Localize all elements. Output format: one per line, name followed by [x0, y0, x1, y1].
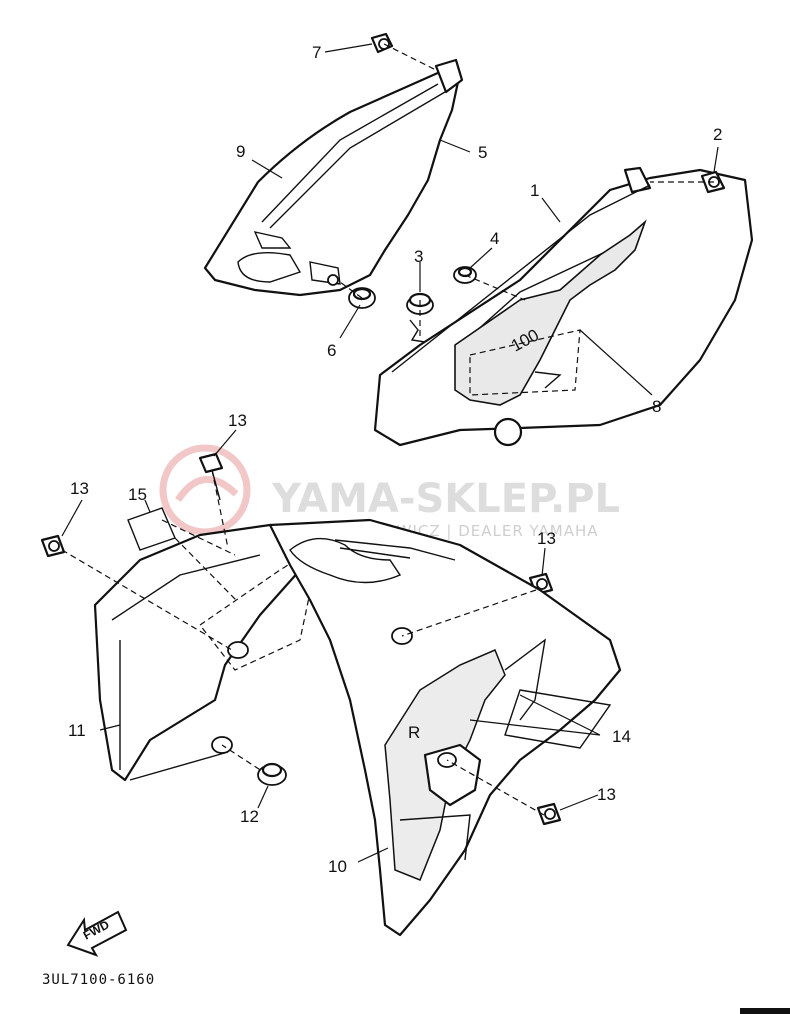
- part-screw-13-left[interactable]: [40, 534, 66, 558]
- part-side-cover-lower-right[interactable]: R: [268, 518, 622, 937]
- callout-8[interactable]: 8: [652, 397, 661, 416]
- callout-1[interactable]: 1: [530, 181, 539, 200]
- part-screw-13-right-lower[interactable]: [536, 802, 562, 826]
- corner-mark: [740, 1008, 790, 1014]
- callout-13-top[interactable]: 13: [228, 411, 247, 430]
- diagram-code: 3UL7100-6160: [42, 972, 155, 988]
- callout-13-left[interactable]: 13: [70, 479, 89, 498]
- watermark-title: YAMA-SKLEP.PL: [271, 476, 620, 522]
- part-side-cover-lower-left[interactable]: [93, 523, 322, 782]
- callout-2[interactable]: 2: [713, 125, 722, 144]
- part-grommet-12[interactable]: [257, 762, 287, 786]
- part-label-15[interactable]: [127, 507, 237, 601]
- callout-14[interactable]: 14: [612, 727, 631, 746]
- callout-12[interactable]: 12: [240, 807, 259, 826]
- callouts: 7 2 9 5 1 3 4 6 8 13 15 13 13 11 14 13 1…: [68, 43, 722, 876]
- callout-7[interactable]: 7: [312, 43, 321, 62]
- callout-13-right-upper[interactable]: 13: [537, 529, 556, 548]
- callout-11[interactable]: 11: [68, 721, 86, 740]
- part-grommet-6[interactable]: [348, 287, 376, 309]
- callout-4[interactable]: 4: [490, 229, 499, 248]
- callout-10[interactable]: 10: [328, 857, 347, 876]
- part-side-cover-upper-right[interactable]: 100: [373, 166, 754, 447]
- decal-letter: R: [408, 723, 420, 742]
- callout-3[interactable]: 3: [414, 247, 423, 266]
- callout-15[interactable]: 15: [128, 485, 147, 504]
- part-decal-14[interactable]: [504, 689, 612, 749]
- leader-lines: [61, 43, 719, 863]
- callout-6[interactable]: 6: [327, 341, 336, 360]
- callout-13-right-lower[interactable]: 13: [597, 785, 616, 804]
- part-side-cover-upper-left[interactable]: [203, 58, 464, 297]
- decal-flame: [454, 219, 647, 406]
- callout-5[interactable]: 5: [478, 143, 487, 162]
- fwd-arrow-icon: FWD: [66, 910, 128, 957]
- part-screw-7[interactable]: [370, 32, 394, 54]
- callout-9[interactable]: 9: [236, 142, 245, 161]
